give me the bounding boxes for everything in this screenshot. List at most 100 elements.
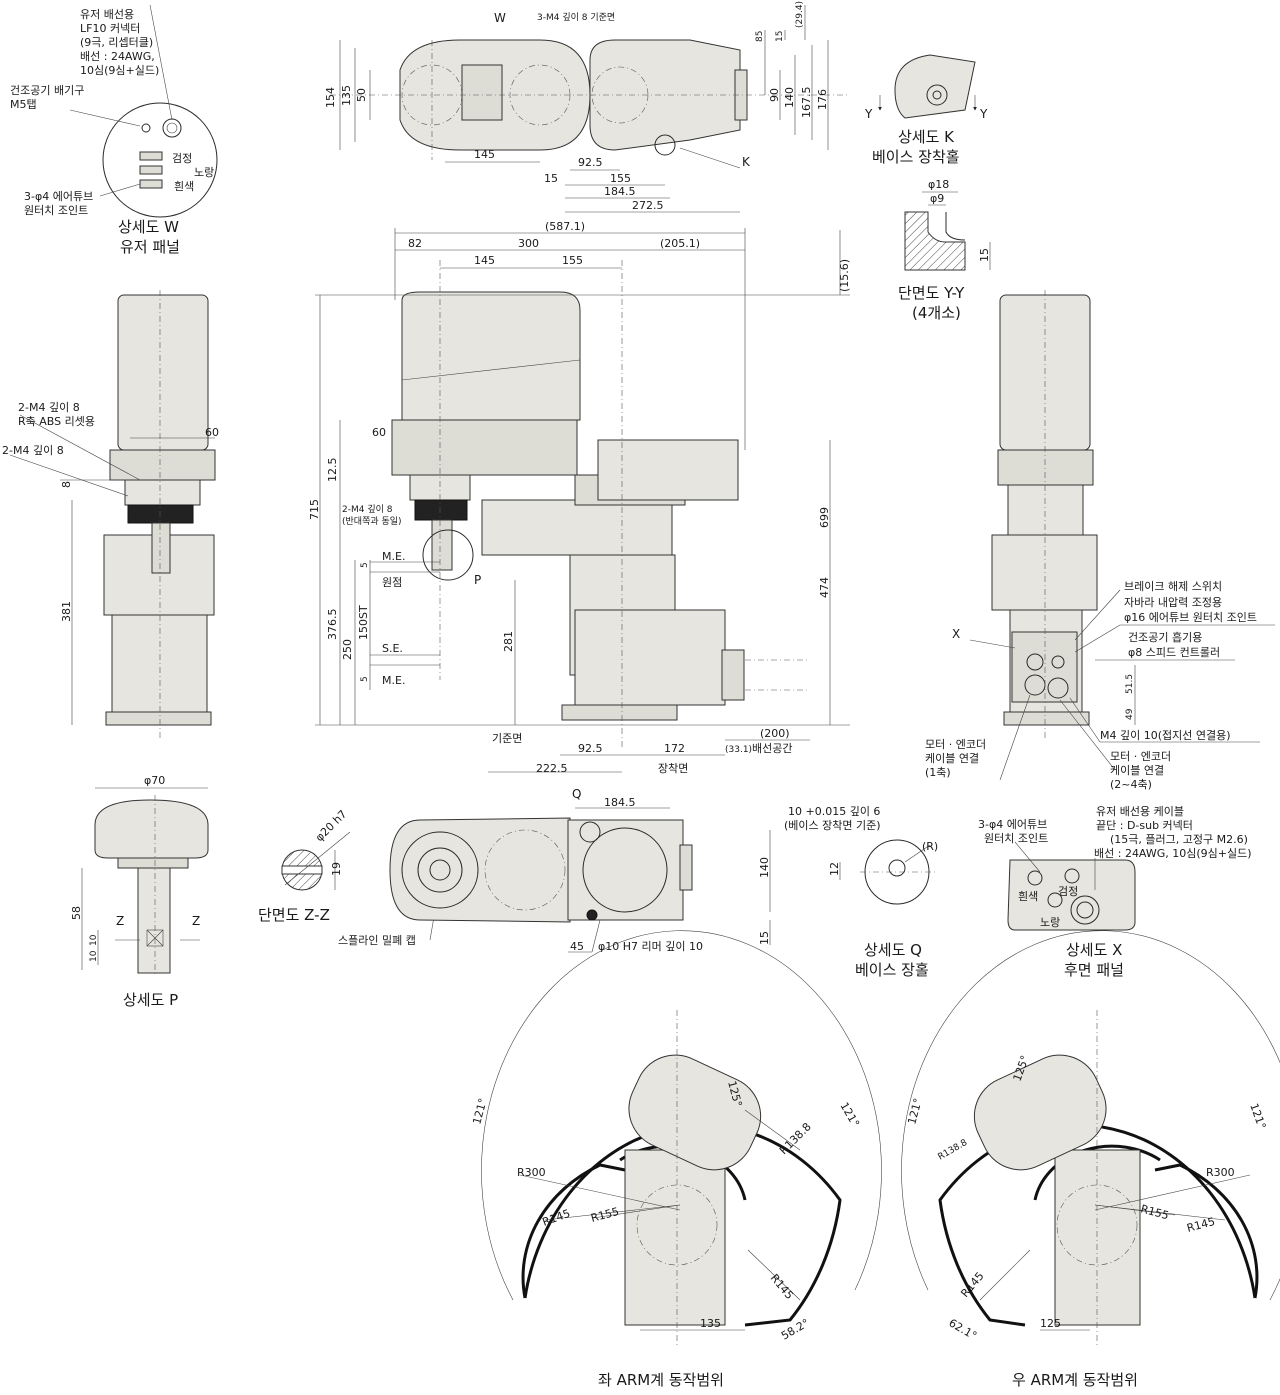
section-yy: φ18 φ9 15 단면도 Y-Y (4개소)	[898, 178, 991, 322]
w-tube-1: 3-φ4 에어튜브	[24, 190, 93, 203]
rs-note-2: 자바라 내압력 조정용	[1124, 596, 1222, 609]
fv-origin: 원점	[382, 576, 402, 589]
fv-dim-587: (587.1)	[545, 220, 585, 233]
rr-r145: R145	[1185, 1215, 1216, 1235]
x-white: 흰색	[1018, 890, 1038, 903]
rr-angle-3: 121°	[1247, 1102, 1268, 1131]
fv-dim-92-5: 92.5	[578, 742, 603, 755]
zz-phi: φ20 h7	[313, 808, 350, 845]
fv-dim-715: 715	[308, 499, 321, 520]
rl-r300: R300	[517, 1166, 546, 1179]
rr-r300: R300	[1206, 1166, 1235, 1179]
top-dim-167-5: 167.5	[800, 87, 813, 119]
rl-angle-1: 121°	[470, 1097, 489, 1126]
top-dim-90: 90	[768, 88, 781, 102]
detail-w: 유저 배선용 LF10 커넥터 (9극, 리셉터클) 배선 : 24AWG, 1…	[10, 4, 218, 256]
p-z-left: Z	[116, 914, 124, 928]
fv-dim-5b: 5	[360, 676, 370, 682]
x-cable-2: 끝단 : D-sub 커넥터	[1096, 819, 1193, 832]
fv-dim-145: 145	[474, 254, 495, 267]
k-y-left: Y	[864, 107, 873, 121]
w-yellow: 노랑	[194, 166, 214, 179]
fv-dim-82: 82	[408, 237, 422, 250]
rr-angle-1: 121°	[905, 1097, 924, 1126]
zz-dim-19: 19	[330, 862, 343, 876]
rr-r138: R138.8	[937, 1138, 970, 1163]
detail-x: 3-φ4 에어튜브 원터치 조인트 유저 배선용 케이블 끝단 : D-sub …	[978, 805, 1252, 979]
yy-caption-2: (4개소)	[912, 304, 961, 322]
rr-caption: 우 ARM계 동작범위	[1012, 1371, 1138, 1389]
rs-note-1: 브레이크 해제 스위치	[1124, 579, 1222, 593]
top-dim-85: 85	[755, 31, 765, 42]
rs-label-x: X	[952, 627, 960, 641]
w-user-1: 유저 배선용	[80, 8, 134, 21]
zz-caption: 단면도 Z-Z	[258, 906, 330, 924]
q-note: 10 +0.015 깊이 6	[788, 805, 880, 818]
top-dim-15: 15	[544, 172, 558, 185]
x-black: 검정	[1058, 885, 1078, 898]
rl-r155: R155	[589, 1205, 620, 1225]
w-caption-2: 유저 패널	[120, 238, 180, 256]
fv-dim-172: 172	[664, 742, 685, 755]
fv-mount: 장착면	[658, 762, 688, 775]
rl-angle-3: 121°	[837, 1100, 862, 1129]
rs-note-3: φ16 에어튜브 원터치 조인트	[1124, 611, 1257, 624]
rs-dim-51-5: 51.5	[1125, 674, 1135, 694]
w-user-3: (9극, 리셉터클)	[80, 36, 153, 49]
fv-dim-474: 474	[818, 577, 831, 598]
top-dim-50: 50	[355, 88, 368, 102]
ls-dim-8: 8	[60, 481, 73, 488]
w-user-5: 10심(9심+실드)	[80, 64, 159, 77]
p-dim-58: 58	[70, 906, 83, 920]
x-yellow: 노랑	[1040, 916, 1060, 929]
rr-angle-4: 62.1°	[947, 1316, 979, 1342]
bv-dim-45: 45	[570, 940, 584, 953]
rs-note-5: φ8 스피드 컨트롤러	[1128, 646, 1220, 659]
top-dim-92-5: 92.5	[578, 156, 603, 169]
rr-r155: R155	[1139, 1202, 1170, 1222]
rs-motor1-2: 케이블 연결	[925, 752, 979, 765]
x-cable-3: (15극, 플러그, 고정구 M2.6)	[1110, 833, 1248, 846]
w-black: 검정	[172, 152, 192, 165]
fv-dim-155: 155	[562, 254, 583, 267]
bv-label-q: Q	[572, 787, 581, 801]
fv-dim-33-1: (33.1)	[725, 745, 752, 755]
detail-k: Y Y 상세도 K 베이스 장착홀	[864, 54, 988, 166]
fv-me-bottom: M.E.	[382, 674, 405, 687]
range-right: 121° 125° 121° 62.1° R300 R145 R155 R138…	[901, 930, 1280, 1389]
top-dim-154: 154	[324, 87, 337, 108]
zz-spline: 스플라인 밀폐 캡	[338, 934, 416, 947]
q-caption-2: 베이스 장홀	[855, 961, 929, 979]
right-side-view: X 브레이크 해제 스위치 자바라 내압력 조정용 φ16 에어튜브 원터치 조…	[925, 290, 1275, 791]
bv-dim-184-5: 184.5	[604, 796, 636, 809]
w-air-1: 건조공기 배기구	[10, 84, 84, 97]
q-r: (R)	[922, 840, 938, 853]
yy-d9: φ9	[930, 192, 944, 205]
fv-note-m4-2: (반대쪽과 동일)	[342, 516, 402, 527]
top-dim-184-5: 184.5	[604, 185, 636, 198]
fv-dim-222-5: 222.5	[536, 762, 568, 775]
fv-dim-12-5: 12.5	[326, 458, 339, 483]
x-tube-2: 원터치 조인트	[984, 832, 1048, 845]
rl-caption: 좌 ARM계 동작범위	[598, 1371, 724, 1389]
top-dim-155: 155	[610, 172, 631, 185]
top-view: 154 135 50 145 92.5 15 155 184.5 272.5 8…	[324, 1, 850, 213]
detail-p: φ70 58 10 10 Z Z 상세도 P	[70, 774, 209, 1009]
top-dim-135: 135	[340, 85, 353, 106]
w-user-4: 배선 : 24AWG,	[80, 50, 155, 63]
bottom-view: Q 184.5 140 15 45 φ10 H7 리머 깊이 10	[389, 787, 771, 953]
x-caption-2: 후면 패널	[1064, 961, 1124, 979]
rs-motor1-3: (1축)	[925, 766, 951, 779]
fv-dim-5a: 5	[360, 562, 370, 568]
fv-me-top: M.E.	[382, 550, 405, 563]
q-note-2: (베이스 장착면 기준)	[784, 819, 881, 832]
rs-dim-49: 49	[1125, 708, 1135, 720]
p-z-right: Z	[192, 914, 200, 928]
x-caption-1: 상세도 X	[1066, 941, 1122, 959]
bv-dim-15: 15	[758, 931, 771, 945]
w-white: 흰색	[174, 180, 194, 193]
x-tube-1: 3-φ4 에어튜브	[978, 818, 1047, 831]
top-dim-145: 145	[474, 148, 495, 161]
yy-caption-1: 단면도 Y-Y	[898, 284, 965, 302]
rs-motor2-2: 케이블 연결	[1110, 764, 1164, 777]
